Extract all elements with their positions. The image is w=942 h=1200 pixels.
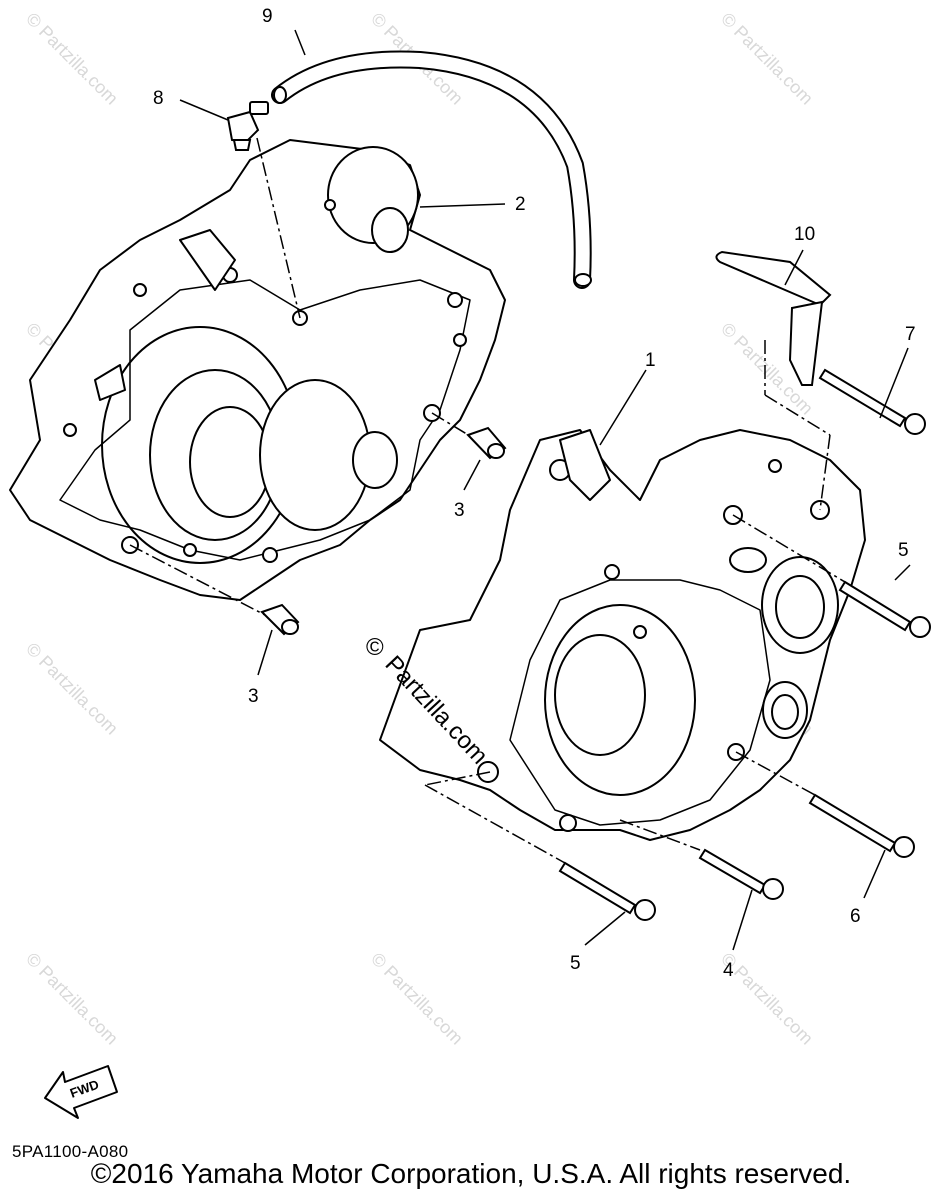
- leader-lines: [129, 29, 911, 951]
- callout-8: 8: [153, 88, 164, 109]
- bolt-part-7: [818, 368, 926, 435]
- callout-4: 4: [723, 960, 734, 981]
- cable-guide-bracket: [715, 250, 832, 386]
- right-crankcase: [379, 429, 866, 841]
- callout-7: 7: [905, 324, 916, 345]
- elbow-fitting: [226, 101, 269, 151]
- copyright-notice: ©2016 Yamaha Motor Corporation, U.S.A. A…: [90, 1158, 852, 1189]
- fwd-arrow-icon: FWD: [44, 1065, 118, 1119]
- watermark: © Partzilla.com: [22, 9, 122, 109]
- watermark: © Partzilla.com: [22, 639, 122, 739]
- bolt-part-5-upper: [838, 580, 931, 638]
- breather-hose: [271, 50, 592, 289]
- callout-10: 10: [794, 224, 815, 245]
- callout-9: 9: [262, 6, 273, 27]
- callout-6: 6: [850, 906, 861, 927]
- watermark-symbol: ©: [366, 634, 384, 661]
- watermark: © Partzilla.com: [717, 9, 817, 109]
- callout-2: 2: [515, 194, 526, 215]
- dowel-pin: [466, 426, 507, 460]
- callout-5: 5: [898, 540, 909, 561]
- part-code: 5PA1100-A080: [12, 1142, 129, 1161]
- bolt-part-6: [808, 793, 915, 858]
- dowel-pin: [260, 603, 300, 636]
- callout-1: 1: [645, 350, 656, 371]
- callout-5: 5: [570, 953, 581, 974]
- callout-3: 3: [248, 686, 259, 707]
- watermark: © Partzilla.com: [22, 949, 122, 1049]
- callout-3: 3: [454, 500, 465, 521]
- watermark: © Partzilla.com: [367, 949, 467, 1049]
- left-crankcase: [9, 139, 506, 601]
- bolt-part-4: [698, 848, 784, 900]
- bolt-part-5-lower: [558, 861, 656, 921]
